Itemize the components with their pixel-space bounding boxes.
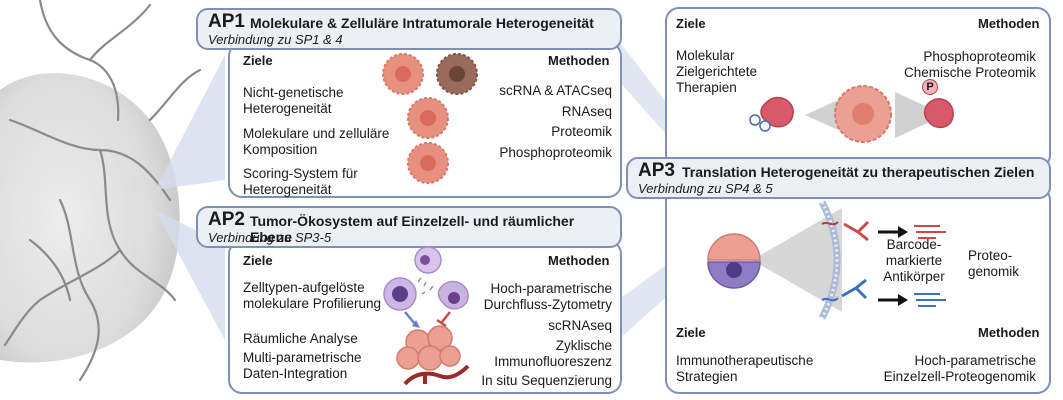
antibody-icon (841, 278, 868, 300)
ap3-label: AP3 (638, 160, 675, 181)
ap3-connection: Verbindung zu SP4 & 5 (638, 181, 773, 196)
macrophage-icon (437, 280, 469, 310)
arrow-right-icon (878, 226, 908, 238)
ap1-method-1: scRNA & ATACseq (499, 83, 612, 98)
ap2-header: AP2 Tumor-Ökosystem auf Einzelzell- und … (196, 206, 622, 248)
ap2-goal-3: Multi-parametrische Daten-Integration (243, 350, 362, 381)
ap3-antibody-label: Barcode-markierte Antikörper (883, 237, 945, 284)
ap2-method-2: scRNAseq (548, 318, 612, 333)
ap3-bottom-method: Hoch-parametrische Einzelzell-Proteogeno… (883, 353, 1036, 384)
ap2-method-1: Hoch-parametrische Durchfluss-Zytometry (483, 281, 612, 312)
ap1-goal-3: Scoring-System für Heterogeneität (243, 166, 358, 197)
ap2-method-4: In situ Sequenzierung (481, 373, 612, 388)
dark-tumor-cell-icon (436, 53, 478, 95)
tumor-cell-icon (834, 85, 892, 143)
ap1-connection: Verbindung zu SP1 & 4 (208, 32, 343, 47)
immune-cell-icon (414, 246, 442, 274)
ap3-top-methods-header: Methoden (978, 16, 1040, 31)
ap1-method-3: Proteomik (551, 124, 612, 139)
ap3-top-method: Phosphoproteomik Chemische Proteomik (903, 49, 1036, 80)
tumor-cell-icon (707, 233, 761, 289)
drug-molecule-icon (749, 114, 771, 132)
ap2-ecosystem-illustration (383, 246, 470, 386)
ap3-proteogenomics-label: Proteo-genomik (968, 248, 1020, 279)
ap3-proteogenomics-illustration (707, 200, 946, 320)
ap1-goal-1: Nicht-genetische Heterogeneität (243, 85, 344, 116)
ap3-title: Translation Heterogeneität zu therapeuti… (682, 164, 1035, 180)
immune-cell-icon (383, 277, 417, 311)
phospho-symbol: P (926, 81, 934, 93)
tumor-cell-icon (382, 53, 424, 95)
ap2-title: Tumor-Ökosystem auf Einzelzell- und räum… (250, 213, 575, 245)
arrow-right-icon (878, 294, 908, 306)
barcode-read-icon (914, 225, 946, 239)
ap1-label: AP1 (208, 11, 245, 32)
ap3-targeted-therapy-illustration (749, 85, 954, 143)
antibody-icon (843, 220, 870, 242)
ap1-header: AP1 Molekulare & Zelluläre Intratumorale… (196, 8, 622, 50)
ap1-methods-header: Methoden (548, 53, 610, 68)
target-protein-icon (760, 96, 794, 128)
ap1-goal-2: Molekulare und zelluläre Komposition (243, 126, 390, 157)
ap1-title: Molekulare & Zelluläre Intratumorale Het… (250, 15, 594, 31)
ap2-method-3: Zyklische Immunofluoreszenz (494, 338, 612, 369)
ap1-method-2: RNAseq (561, 104, 612, 119)
barcode-read-icon (914, 293, 946, 307)
ap2-goal-2: Räumliche Analyse (243, 331, 358, 346)
tumor-cluster-icon (396, 325, 461, 371)
ap1-cell-cluster (382, 53, 478, 184)
tumor-cell-icon (407, 142, 449, 184)
ap3-bottom-goals-header: Ziele (676, 325, 706, 340)
phosphoprotein-icon (923, 98, 954, 129)
ap1-method-4: Phosphoproteomik (499, 145, 612, 160)
ap2-methods-header: Methoden (548, 253, 610, 268)
ap2-goal-1: Zelltypen-aufgelöste molekulare Profilie… (243, 280, 382, 311)
ap3-top-goal: Molekular Zielgerichtete Therapien (676, 48, 758, 95)
ap2-connection: Verbindung zu SP3-5 (208, 230, 332, 245)
phospho-badge: P (922, 79, 938, 95)
ap2-label: AP2 (208, 209, 245, 230)
ap3-top-goals-header: Ziele (676, 16, 706, 31)
ap2-goals-header: Ziele (243, 253, 273, 268)
ap3-bottom-methods-header: Methoden (978, 325, 1040, 340)
ap3-header: AP3 Translation Heterogeneität zu therap… (626, 157, 1051, 199)
ap3-bottom-goal: Immunotherapeutische Strategien (676, 353, 814, 384)
tumor-cell-icon (407, 97, 449, 139)
ap1-goals-header: Ziele (243, 53, 273, 68)
